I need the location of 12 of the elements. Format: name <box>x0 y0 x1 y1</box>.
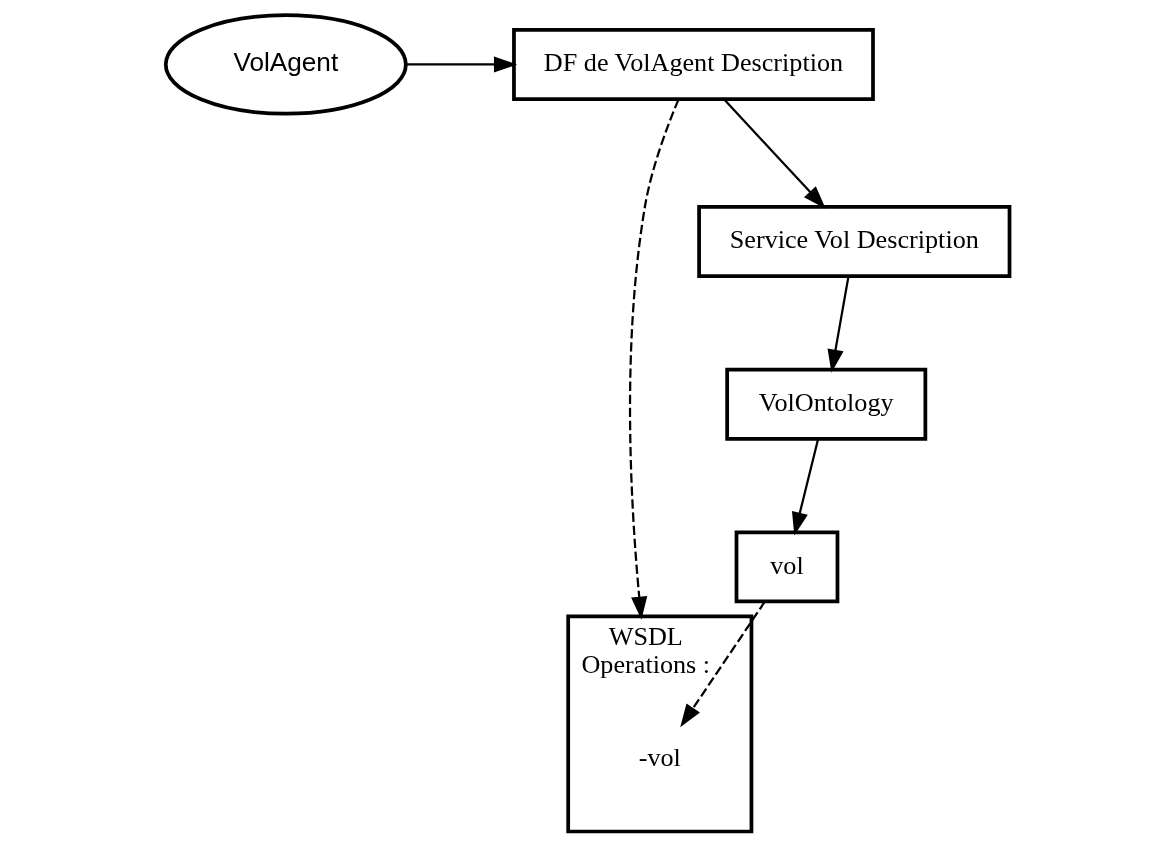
arrow <box>827 276 850 373</box>
node-box: VolOntology <box>724 367 927 441</box>
arrow <box>679 601 766 728</box>
arrow <box>791 438 819 536</box>
node-box: DF de VolAgent Description <box>511 28 875 101</box>
node-text: -vol <box>638 743 681 773</box>
arrow <box>723 99 826 209</box>
arrow <box>406 56 517 73</box>
arrow <box>628 99 679 620</box>
node-box: vol <box>734 530 839 604</box>
node-box: Service Vol Description <box>696 205 1011 278</box>
node-ellipse: VolAgent <box>163 13 408 116</box>
